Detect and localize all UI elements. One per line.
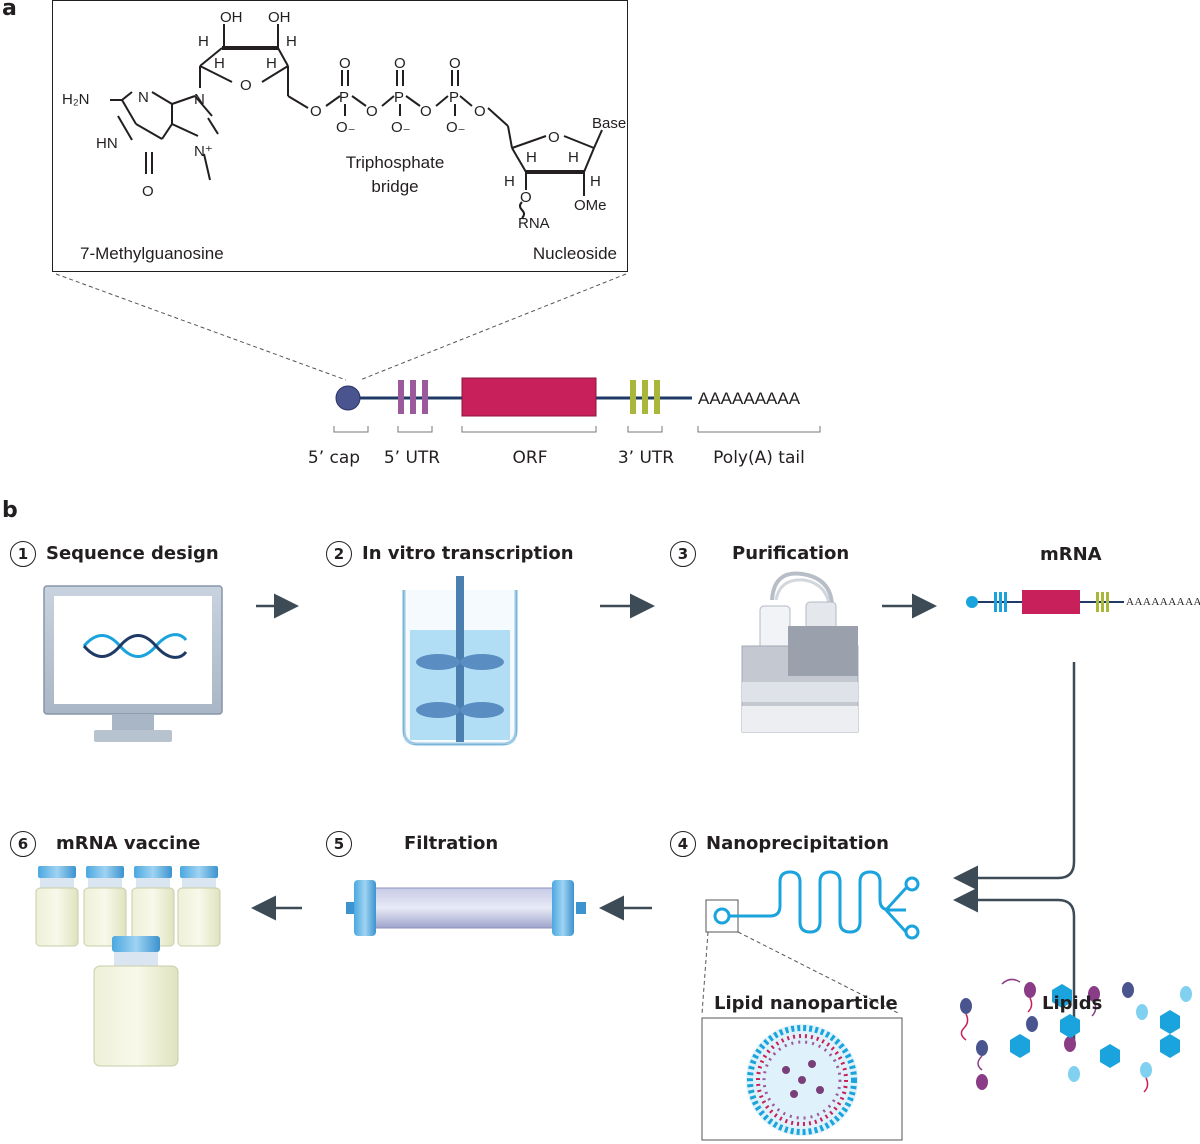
rna-label: RNA — [518, 215, 550, 232]
vaccine-vials-icon — [35, 866, 221, 1067]
chromatography-instrument-icon — [741, 571, 859, 733]
o-label: O — [366, 103, 378, 120]
h-label: H — [590, 173, 601, 190]
o-label: O — [548, 129, 560, 146]
utr3-bar — [654, 380, 660, 414]
h-label: H — [266, 55, 277, 72]
h-label: H — [568, 149, 579, 166]
oh-label: OH — [220, 9, 243, 26]
segment-label-polya: Poly(A) tail — [713, 448, 805, 468]
bioreactor-icon — [402, 576, 518, 746]
segment-label-orf: ORF — [512, 448, 548, 468]
chemical-structure-box — [52, 0, 628, 272]
triphosphate-label: Triphosphate — [346, 153, 445, 172]
computer-monitor-icon — [43, 585, 223, 742]
oh-label: OH — [268, 9, 291, 26]
five-prime-cap — [335, 385, 361, 411]
utr5-bar — [398, 380, 404, 414]
step-number: 5 — [326, 831, 352, 857]
step-number: 3 — [670, 541, 696, 567]
o-label: O — [449, 55, 461, 72]
lipid-nanoparticle-label: Lipid nanoparticle — [714, 993, 898, 1014]
h-label: H — [198, 33, 209, 50]
lipids-cluster-icon — [960, 978, 1192, 1093]
step-number: 1 — [10, 541, 36, 567]
utr3-bar — [630, 380, 636, 414]
n-label: N — [138, 89, 149, 106]
lipids-label: Lipids — [1042, 993, 1103, 1014]
o-label: O — [339, 55, 351, 72]
lnp-zoom-box — [701, 1017, 903, 1141]
mrna-polya-small: AAAAAAAAA — [1126, 596, 1200, 608]
filtration-column-icon — [346, 880, 586, 936]
segment-label-5utr: 5’ UTR — [383, 448, 441, 468]
n-label: N — [194, 91, 205, 108]
step-number: 6 — [10, 831, 36, 857]
mrna-to-nanoprecipitation-arrow — [953, 662, 1076, 891]
h-label: H — [214, 55, 225, 72]
hn-label: HN — [96, 135, 118, 152]
o-label: O — [142, 183, 154, 200]
o-label: O — [520, 189, 532, 206]
base-label: Base — [592, 115, 626, 132]
microfluidic-chip-icon — [705, 870, 920, 940]
mrna-small-icon — [966, 590, 1124, 614]
lipid-nanoparticle-icon — [746, 1024, 858, 1136]
mrna-title: mRNA — [1040, 544, 1102, 565]
o-minus-label: O₋ — [391, 119, 411, 136]
nucleoside-label: Nucleoside — [533, 244, 617, 263]
segment-label-5cap: 5’ cap — [307, 448, 361, 468]
step-number: 2 — [326, 541, 352, 567]
ome-label: OMe — [574, 197, 607, 214]
p-label: P — [339, 89, 349, 106]
o-minus-label: O₋ — [446, 119, 466, 136]
h2n-label: H₂N — [62, 91, 90, 108]
o-label: O — [474, 103, 486, 120]
cap-structure-svg: OH OH H₂N N N HN N⁺ O O H H H H O P O P … — [62, 9, 626, 263]
panel-b-letter: b — [2, 498, 18, 523]
o-label: O — [420, 103, 432, 120]
methylguanosine-label: 7-Methylguanosine — [80, 244, 224, 263]
utr5-bar — [422, 380, 428, 414]
mrna-schematic: AAAAAAAAA — [333, 377, 821, 433]
segment-label-3utr: 3’ UTR — [617, 448, 675, 468]
h-label: H — [504, 173, 515, 190]
workflow-illustration — [35, 571, 1192, 1141]
o-label: O — [240, 77, 252, 94]
p-label: P — [449, 89, 459, 106]
panel-a-letter: a — [2, 0, 17, 21]
o-minus-label: O₋ — [336, 119, 356, 136]
n-plus-label: N⁺ — [194, 143, 213, 160]
step-number: 4 — [670, 831, 696, 857]
h-label: H — [286, 33, 297, 50]
utr3-bar — [642, 380, 648, 414]
o-label: O — [394, 55, 406, 72]
o-label: O — [310, 103, 322, 120]
utr5-bar — [410, 380, 416, 414]
lipids-to-nanoprecipitation-arrow — [953, 887, 1076, 1046]
p-label: P — [394, 89, 404, 106]
bridge-label: bridge — [371, 177, 418, 196]
h-label: H — [526, 149, 537, 166]
zoom-lines — [55, 273, 627, 381]
orf-block — [461, 377, 597, 417]
polya-text: AAAAAAAAA — [698, 389, 801, 408]
